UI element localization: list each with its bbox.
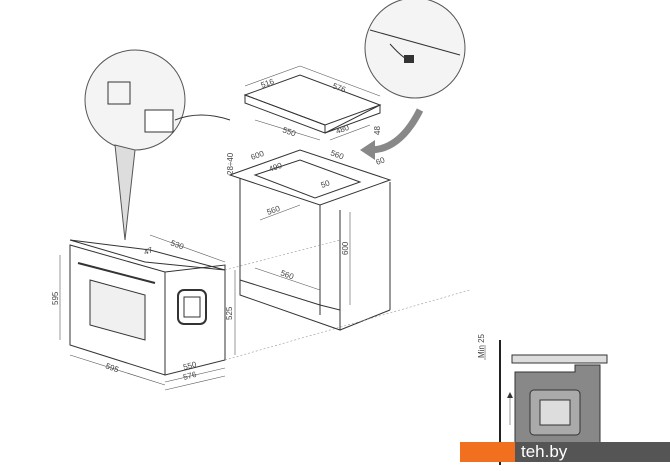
dim-hob-550: 550 bbox=[281, 125, 297, 138]
dim-oven-576: 576 bbox=[182, 370, 198, 382]
connector-callout bbox=[84, 49, 231, 241]
dim-oven-530: 530 bbox=[169, 238, 185, 251]
dim-hob-576: 576 bbox=[331, 81, 347, 94]
dim-worktop: 28÷40 bbox=[226, 152, 235, 175]
watermark: teh.by bbox=[460, 442, 670, 462]
dim-oven-525: 525 bbox=[225, 306, 234, 320]
dim-cab-560: 560 bbox=[329, 148, 345, 161]
cable-callout bbox=[360, 0, 466, 160]
dim-cab-490: 490 bbox=[268, 161, 284, 174]
dim-cab-inner-560: 560 bbox=[266, 204, 282, 217]
dim-oven-595-height: 595 bbox=[51, 291, 60, 305]
dim-cab-600: 600 bbox=[250, 149, 266, 162]
watermark-logo bbox=[460, 442, 515, 462]
dim-oven-550: 550 bbox=[182, 360, 198, 372]
watermark-text: teh.by bbox=[515, 442, 670, 462]
dim-hob-48: 48 bbox=[373, 126, 382, 135]
dim-cab-bottom-560: 560 bbox=[279, 268, 295, 281]
dim-oven-47: 47 bbox=[143, 245, 155, 257]
dim-cab-50: 50 bbox=[320, 178, 332, 190]
dim-min-25: Min 25 bbox=[477, 333, 486, 358]
cabinet bbox=[228, 149, 392, 331]
oven bbox=[59, 234, 471, 391]
dim-cab-60: 60 bbox=[375, 155, 387, 167]
hob bbox=[243, 65, 382, 141]
dim-oven-595-width: 595 bbox=[104, 361, 120, 374]
dim-cab-600-height: 600 bbox=[341, 241, 350, 255]
dim-hob-480: 480 bbox=[335, 123, 351, 136]
dim-hob-516: 516 bbox=[260, 77, 276, 90]
